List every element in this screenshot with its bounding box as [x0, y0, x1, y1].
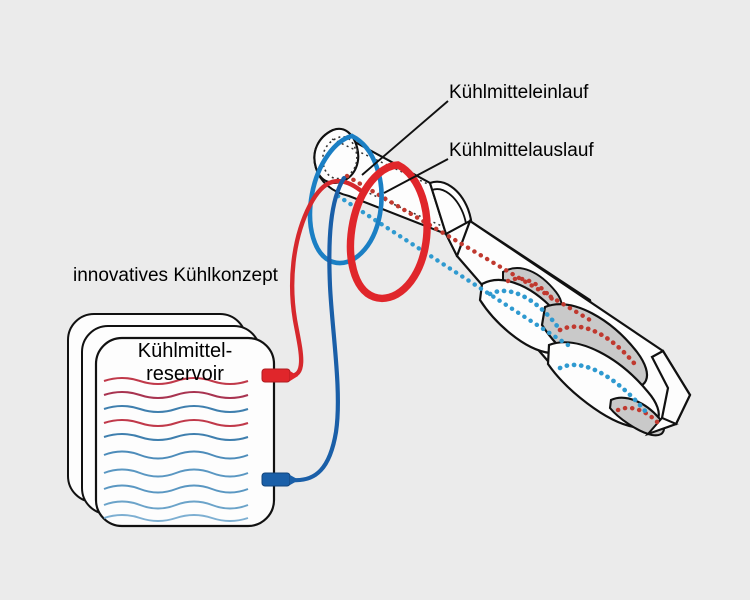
- supply-channel-red-straight: [344, 173, 593, 323]
- reservoir-fluid-waves: [103, 376, 249, 522]
- supply-channel-red-tip: [615, 405, 661, 426]
- label-coolant-outlet: Kühlmittelauslauf: [449, 140, 594, 161]
- outlet-port-red-nozzle: [290, 371, 298, 381]
- inlet-port-blue: [261, 472, 291, 487]
- wave-7: [103, 468, 249, 478]
- wave-8: [103, 484, 249, 494]
- wave-5: [103, 433, 249, 441]
- coolant-reservoir: [67, 313, 299, 528]
- shank-bore-dotted: [321, 135, 358, 180]
- coolant-channel-dotted-lines: [335, 173, 661, 426]
- outlet-port-red: [261, 368, 291, 383]
- inlet-port-blue-nozzle: [290, 475, 299, 485]
- coolant-tubes: [287, 175, 363, 483]
- drill-cutting-edge: [644, 416, 679, 437]
- leader-line-inlet: [361, 100, 449, 176]
- wave-4: [103, 418, 249, 428]
- supply-channel-red-flute-1: [505, 276, 555, 302]
- wave-9: [103, 500, 249, 510]
- return-channel-blue-flute-1: [487, 288, 563, 333]
- wave-3: [103, 404, 249, 414]
- return-channel-blue-flute-2: [557, 362, 649, 415]
- wave-1: [103, 376, 249, 386]
- leader-line-outlet: [383, 158, 449, 194]
- label-coolant-inlet: Kühlmitteleinlauf: [449, 82, 589, 103]
- supply-channel-red-flute-2: [557, 324, 641, 371]
- coolant-inlet-ring: [307, 133, 384, 266]
- label-reservoir-line1: Kühlmittel-: [138, 340, 232, 362]
- reservoir-ports: [261, 368, 299, 487]
- label-concept-title: innovatives Kühlkonzept: [73, 265, 279, 286]
- coolant-outlet-ring: [346, 161, 431, 302]
- wave-6: [103, 450, 249, 460]
- leader-lines: [361, 100, 449, 194]
- label-reservoir-line2: reservoir: [146, 363, 224, 385]
- wave-2: [103, 390, 249, 400]
- wave-10: [103, 514, 249, 522]
- red-coolant-tube: [287, 178, 363, 379]
- twist-drill-bit: [307, 127, 692, 437]
- blue-coolant-tube: [289, 175, 347, 483]
